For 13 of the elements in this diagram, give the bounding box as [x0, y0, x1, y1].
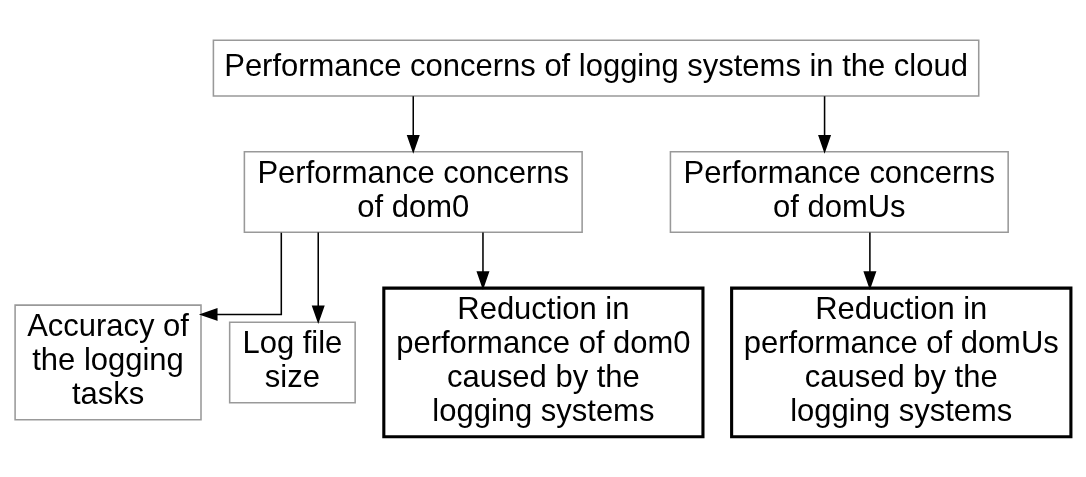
node-box: Performance concerns of dom0 [243, 150, 583, 234]
node-box: Performance concerns of domUs [669, 150, 1009, 234]
arrow [406, 95, 420, 154]
node-box: Performance concerns of logging systems in the cloud [212, 39, 980, 97]
arrow [198, 232, 283, 321]
node-box: Reduction in performance of domUs caused by the logging systems [730, 286, 1073, 439]
arrow [818, 95, 832, 154]
node-box: Accuracy of the logging tasks [14, 304, 202, 421]
arrow [311, 231, 325, 325]
node-box: Reduction in performance of dom0 caused by the logging systems [382, 286, 705, 439]
node-box: Log file size [228, 321, 356, 404]
arrow [476, 231, 490, 290]
arrow [863, 231, 877, 290]
